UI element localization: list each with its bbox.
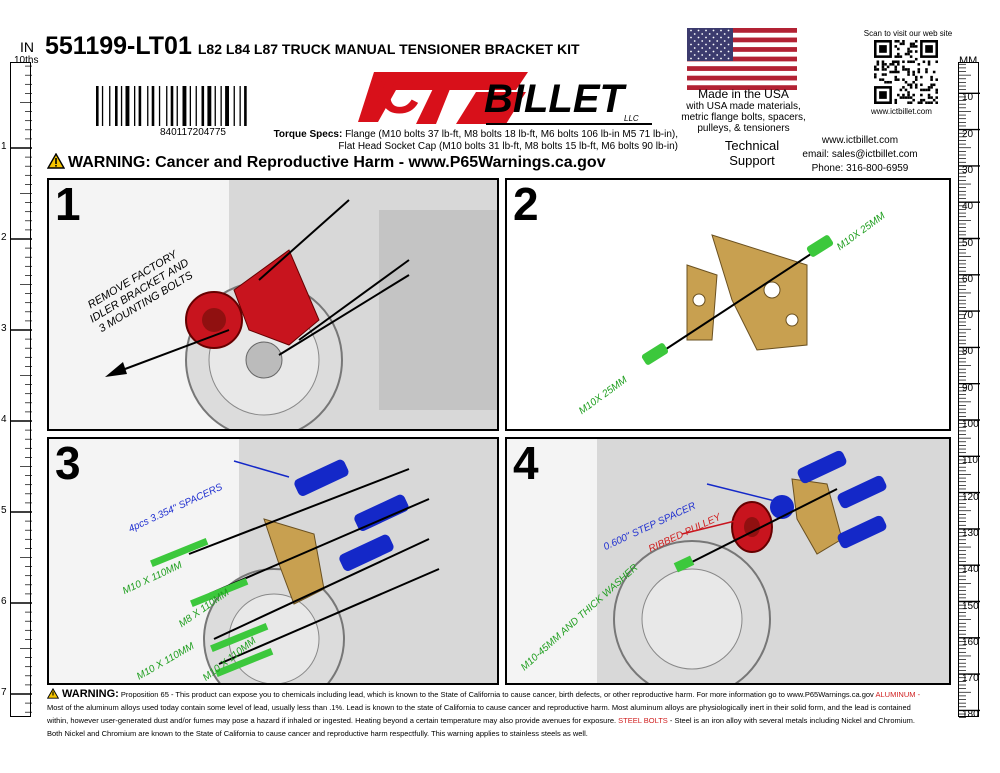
step-number: 1 — [55, 178, 81, 230]
usa-flag-icon — [687, 28, 797, 90]
tech-label-1: Technical — [724, 138, 780, 153]
step-1-illustration — [105, 180, 497, 429]
ruler-left — [10, 62, 32, 717]
ict-billet-logo: ICT BILLET LLC — [356, 62, 656, 132]
ruler-right-label: 60 — [962, 273, 974, 285]
ruler-left-label: 4 — [1, 414, 7, 425]
footer-text-1: Proposition 65 - This product can expose… — [120, 690, 874, 699]
ruler-right-label: 130 — [962, 527, 979, 539]
phone-number[interactable]: Phone: 316-800-6959 — [811, 163, 909, 174]
torque-line-1: Flange (M10 bolts 37 lb-ft, M8 bolts 18 … — [345, 129, 678, 140]
ruler-left-label: 7 — [1, 687, 7, 698]
step-number: 2 — [513, 178, 539, 230]
footer-text-4: - Steel is an iron alloy with several me… — [669, 716, 915, 725]
footer-warning-icon — [47, 688, 59, 699]
contact-info: www.ictbillet.com email: sales@ictbillet… — [770, 134, 950, 176]
step-4-panel: 4 0.600" STEP SPACER RIBBED PULLEY M10-4… — [505, 437, 951, 685]
kit-title: L82 L84 L87 TRUCK MANUAL TENSIONER BRACK… — [197, 41, 580, 57]
logo-ict: ICT — [366, 61, 453, 126]
made-in-usa: Made in the USA with USA made materials,… — [676, 87, 811, 134]
part-number: 551199-LT01 — [45, 32, 192, 60]
step-3-panel: 3 4pcs 3.354" SPACERS M10 X 110MM M8 X 1… — [47, 437, 499, 685]
barcode — [96, 86, 247, 126]
warning-icon — [47, 153, 65, 169]
ruler-right-label: 170 — [962, 673, 979, 685]
email-link[interactable]: email: sales@ictbillet.com — [802, 149, 918, 160]
ruler-left-label: 1 — [1, 141, 7, 152]
made-title: Made in the USA — [698, 87, 789, 101]
footer-text-3: within, however user-generated dust and/… — [47, 716, 617, 725]
ruler-left-unit: IN — [20, 39, 34, 55]
technical-support-label: Technical Support — [712, 138, 792, 168]
website-link[interactable]: www.ictbillet.com — [821, 135, 899, 146]
ruler-right-label: 120 — [962, 491, 979, 503]
footer-text-5: Both Nickel and Chromium are known to th… — [47, 729, 588, 738]
qr-caption: Scan to visit our web site — [863, 29, 953, 38]
ruler-right-label: 160 — [962, 636, 979, 648]
torque-label: Torque Specs: — [273, 129, 343, 140]
ruler-right — [958, 62, 980, 718]
footer-warning: WARNING: Proposition 65 - This product c… — [47, 688, 957, 740]
step-number: 4 — [513, 437, 539, 489]
ruler-right-label: 150 — [962, 600, 979, 612]
qr-url[interactable]: www.ictbillet.com — [871, 107, 932, 116]
ruler-left-label: 5 — [1, 505, 7, 516]
ruler-right-label: 140 — [962, 564, 979, 576]
torque-line-2: Flat Head Socket Cap (M10 bolts 31 lb-ft… — [338, 141, 678, 152]
ruler-right-label: 110 — [962, 455, 978, 467]
ruler-left-subunit: 10ths — [14, 55, 39, 66]
prop65-warning: WARNING: Cancer and Reproductive Harm - … — [47, 153, 606, 172]
made-line-3: pulleys, & tensioners — [697, 123, 790, 134]
part-number-title: 551199-LT01 L82 L84 L87 TRUCK MANUAL TENS… — [45, 32, 580, 61]
ruler-right-label: 90 — [962, 382, 974, 394]
step-2-illustration — [641, 234, 834, 365]
step-4-illustration — [597, 439, 949, 683]
ruler-left-label: 6 — [1, 596, 7, 607]
step-2-panel: 2 M10X 25MM M10X 25MM — [505, 178, 951, 431]
qr-code-icon[interactable] — [874, 40, 938, 104]
footer-warning-label: WARNING: — [62, 688, 119, 700]
footer-steel-label: STEEL BOLTS — [618, 716, 668, 725]
ruler-right-label: 100 — [962, 419, 979, 430]
ruler-right-label: 50 — [962, 237, 974, 249]
ruler-left-ticks — [11, 65, 32, 713]
step-1-panel: 1 REMOVE FACTORY IDLER BRACKET AND 3 MOU… — [47, 178, 499, 431]
ruler-left-label: 2 — [1, 232, 7, 243]
tech-label-2: Support — [729, 153, 775, 168]
ruler-right-unit: MM — [959, 55, 978, 67]
ruler-right-label: 10 — [962, 92, 974, 104]
footer-text-2: Most of the aluminum alloys used today c… — [47, 703, 911, 712]
ruler-right-ticks — [959, 63, 980, 718]
step-number: 3 — [55, 437, 81, 489]
ruler-right-label: 180 — [962, 709, 979, 721]
torque-specs: Torque Specs: Flange (M10 bolts 37 lb-ft… — [258, 129, 678, 153]
made-line-1: with USA made materials, — [686, 101, 801, 112]
ruler-right-label: 80 — [962, 346, 974, 358]
logo-billet: BILLET — [484, 77, 624, 121]
footer-aluminum-label: ALUMINUM - — [875, 690, 921, 699]
logo-llc: LLC — [624, 114, 639, 123]
ruler-right-label: 70 — [962, 310, 974, 322]
ruler-left-label: 3 — [1, 323, 7, 334]
made-line-2: metric flange bolts, spacers, — [681, 112, 806, 123]
ruler-right-label: 20 — [962, 128, 974, 140]
ruler-right-label: 40 — [962, 201, 974, 213]
warning-text: WARNING: Cancer and Reproductive Harm - … — [68, 154, 606, 171]
ruler-right-label: 30 — [962, 164, 974, 176]
step-3-illustration — [150, 439, 497, 683]
upc-number: 840117204775 — [160, 127, 226, 138]
